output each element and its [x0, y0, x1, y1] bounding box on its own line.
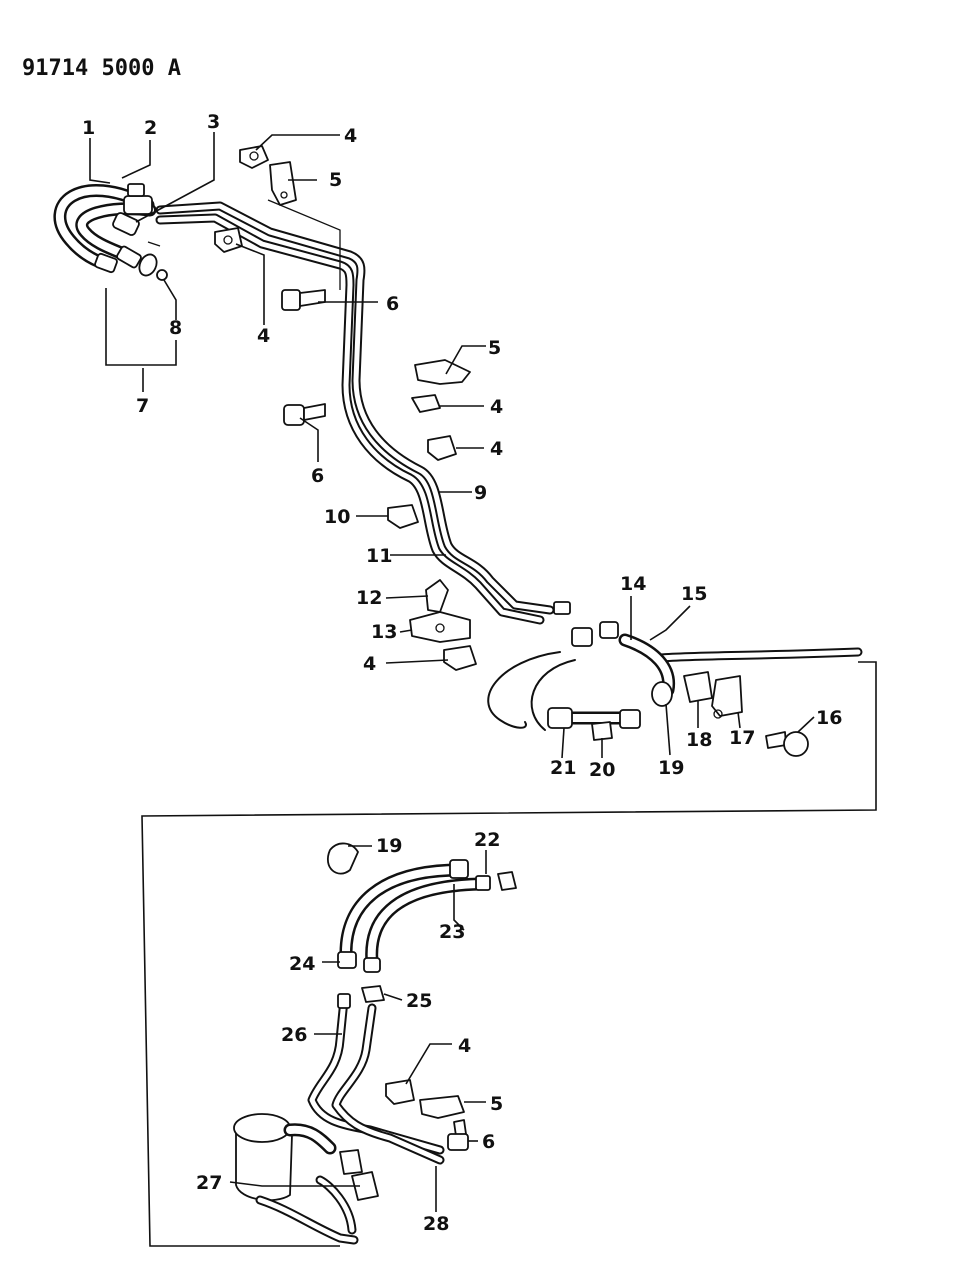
callout-19b: 19: [376, 835, 402, 857]
callout-7: 7: [136, 395, 149, 417]
bracket-17: [711, 675, 743, 719]
clamp-4-mid2: [411, 394, 441, 413]
clamp-4-lower: [443, 645, 477, 671]
callout-16: 16: [816, 707, 842, 729]
section-frame: [141, 661, 877, 1247]
hoses-23-24: [337, 859, 517, 973]
callout-4d: 4: [490, 438, 503, 460]
callout-6c: 6: [482, 1131, 495, 1153]
callout-labels: 1 2 3 4 5 4 6 8 7 5 4 4 6 9 10 11 12 13 …: [82, 111, 842, 1235]
clip-20: [591, 721, 613, 741]
leader-lines: [89, 132, 815, 1212]
callout-23: 23: [439, 921, 465, 943]
clamp-25: [361, 985, 385, 1003]
bracket-5-mid: [414, 359, 471, 385]
callout-13: 13: [371, 621, 397, 643]
reference-line-top: [267, 199, 341, 290]
clamp-4-mid: [214, 227, 243, 253]
callout-5c: 5: [490, 1093, 503, 1115]
reservoir-27: [233, 1113, 379, 1245]
clamp-4-top: [239, 145, 269, 169]
bolt-16: [765, 731, 809, 757]
callout-24: 24: [289, 953, 315, 975]
callout-26: 26: [281, 1024, 307, 1046]
bracket-5-top: [269, 161, 297, 206]
pump-hose-assembly: [53, 183, 168, 281]
callout-28: 28: [423, 1213, 449, 1235]
grommet-10: [387, 504, 419, 529]
lower-tubes-26: [307, 993, 445, 1165]
fitting-12: [425, 579, 449, 613]
callout-18: 18: [686, 729, 712, 751]
bolt-6-mid: [283, 403, 326, 426]
callout-9: 9: [474, 482, 487, 504]
callout-8: 8: [169, 317, 182, 339]
callout-2: 2: [144, 117, 157, 139]
bracket-5-bottom: [419, 1095, 465, 1119]
callout-25: 25: [406, 990, 432, 1012]
clamp-4-mid3: [427, 435, 457, 461]
document-id: 91714 5000 A: [22, 56, 181, 81]
callout-6b: 6: [311, 465, 324, 487]
callout-4b: 4: [257, 325, 270, 347]
callout-20: 20: [589, 759, 615, 781]
callout-14: 14: [620, 573, 646, 595]
clamp-18: [683, 671, 713, 703]
callout-27: 27: [196, 1172, 222, 1194]
main-tube-run: [155, 201, 555, 625]
callout-4c: 4: [490, 396, 503, 418]
callout-6a: 6: [386, 293, 399, 315]
callout-15: 15: [681, 583, 707, 605]
reference-line-pump: [147, 241, 161, 247]
callout-17: 17: [729, 727, 755, 749]
callout-4e: 4: [363, 653, 376, 675]
callout-21: 21: [550, 757, 576, 779]
clamp-4-bottom: [385, 1079, 415, 1105]
bracket-13: [409, 611, 471, 643]
bolt-6-top: [281, 289, 326, 311]
band-19: [327, 842, 359, 875]
callout-12: 12: [356, 587, 382, 609]
callout-5a: 5: [329, 169, 342, 191]
steering-gear-lines: [487, 601, 863, 731]
callout-19a: 19: [658, 757, 684, 779]
callout-11: 11: [366, 545, 392, 567]
callout-5b: 5: [488, 337, 501, 359]
callout-3: 3: [207, 111, 220, 133]
callout-4f: 4: [458, 1035, 471, 1057]
callout-1: 1: [82, 117, 95, 139]
callout-4a: 4: [344, 125, 357, 147]
callout-10: 10: [324, 506, 350, 528]
bolt-6-bottom: [447, 1119, 469, 1151]
callout-22: 22: [474, 829, 500, 851]
